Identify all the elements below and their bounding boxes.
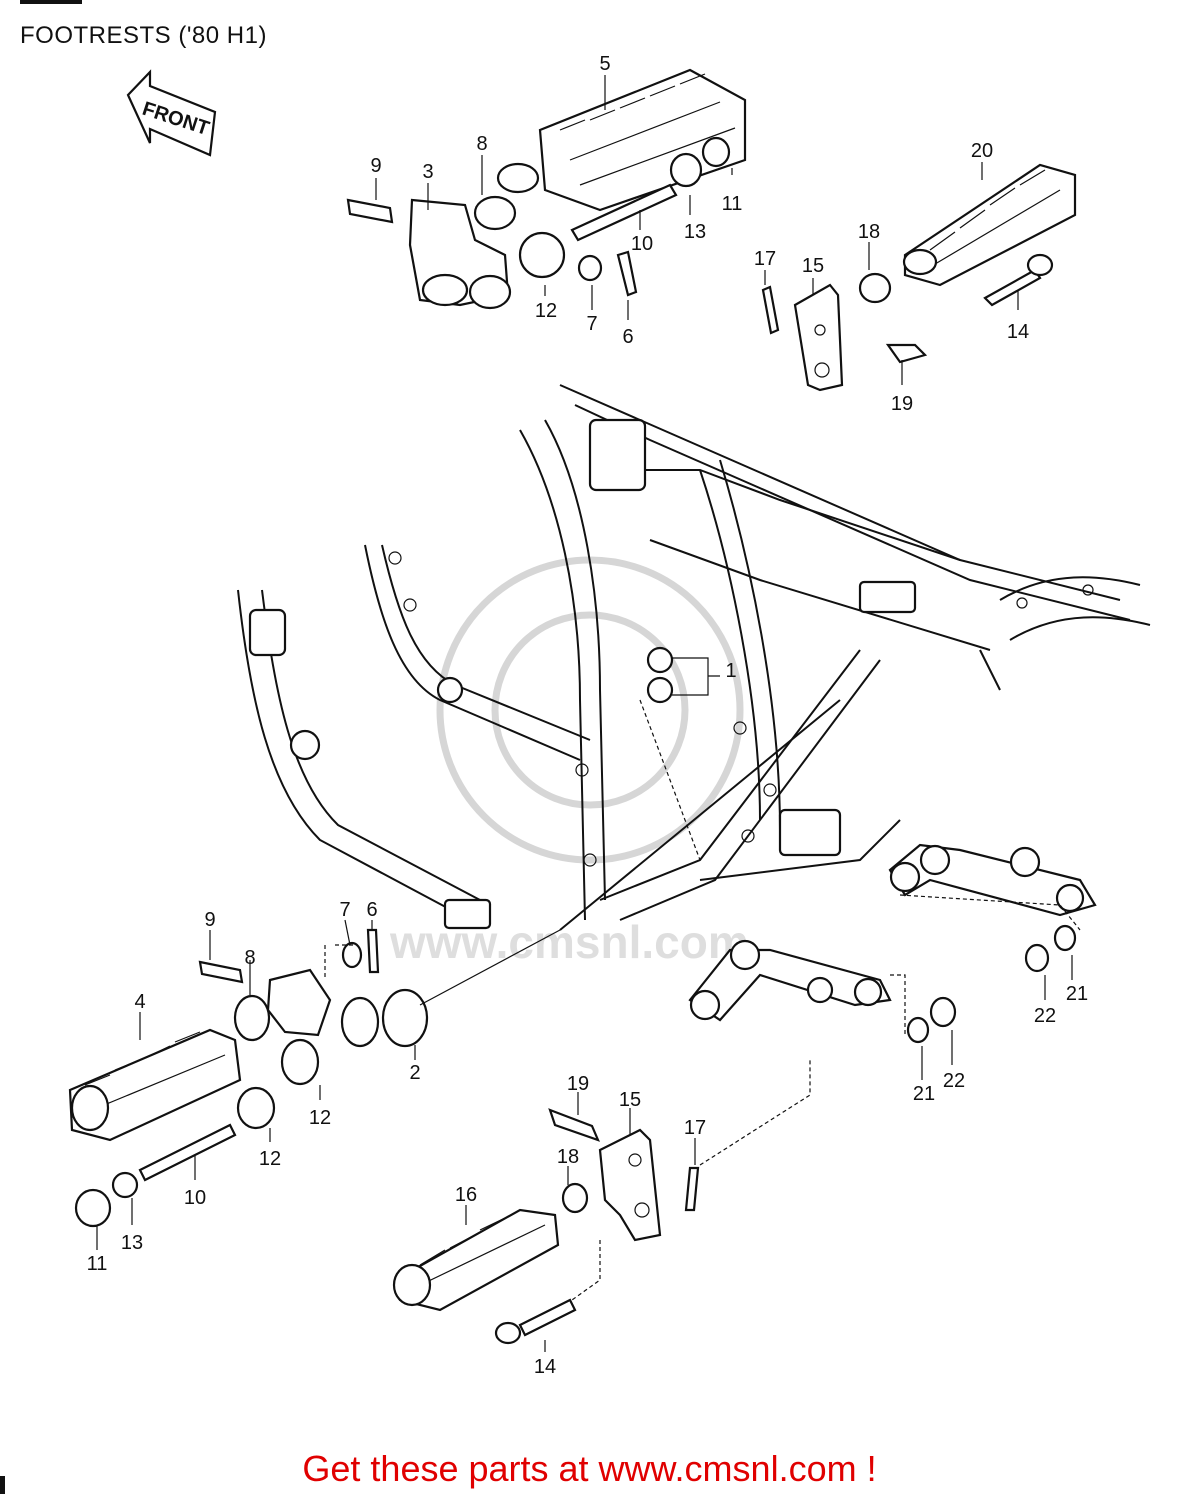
callout-18: 18 xyxy=(858,221,880,243)
upper-right-footrest-group xyxy=(761,163,1077,392)
callout-6b: 6 xyxy=(366,899,377,921)
callout-8: 8 xyxy=(476,133,487,155)
callout-5: 5 xyxy=(599,53,610,75)
callout-20: 20 xyxy=(971,140,993,162)
callout-1: 1 xyxy=(725,660,736,682)
callout-18b: 18 xyxy=(557,1146,579,1168)
callout-6: 6 xyxy=(622,326,633,348)
callout-8b: 8 xyxy=(244,947,255,969)
callout-13: 13 xyxy=(684,221,706,243)
edge-mark xyxy=(0,1476,5,1494)
callout-15: 15 xyxy=(802,255,824,277)
callout-17b: 17 xyxy=(684,1117,706,1139)
watermark-logo: www.cmsnl.com xyxy=(389,556,749,968)
top-rule xyxy=(20,0,82,4)
callout-22b: 22 xyxy=(943,1070,965,1092)
callout-9b: 9 xyxy=(204,909,215,931)
callout-14: 14 xyxy=(1007,321,1029,343)
callout-9: 9 xyxy=(370,155,381,177)
callout-12b: 12 xyxy=(309,1107,331,1129)
callout-11b: 11 xyxy=(87,1253,108,1275)
callout-7b: 7 xyxy=(339,899,350,921)
callout-12c: 12 xyxy=(259,1148,281,1170)
page-title: FOOTRESTS ('80 H1) xyxy=(20,22,267,49)
callout-3: 3 xyxy=(422,161,433,183)
callout-13b: 13 xyxy=(121,1232,143,1254)
callout-2: 2 xyxy=(409,1062,420,1084)
callout-14b: 14 xyxy=(534,1356,556,1378)
callout-15b: 15 xyxy=(619,1089,641,1111)
frame xyxy=(237,384,1151,931)
callout-10: 10 xyxy=(631,233,653,255)
callout-21b: 21 xyxy=(913,1083,935,1105)
callout-4: 4 xyxy=(134,991,145,1013)
footer-link-text[interactable]: Get these parts at www.cmsnl.com ! xyxy=(302,1448,877,1489)
front-arrow-icon: FRONT xyxy=(126,69,217,157)
callout-labels: 5 8 9 3 11 13 10 12 7 6 20 18 17 15 14 1… xyxy=(87,53,1089,1378)
callout-11: 11 xyxy=(722,193,743,215)
lower-left-footrest-group xyxy=(68,928,561,1228)
callout-22: 22 xyxy=(1034,1005,1056,1027)
callout-19: 19 xyxy=(891,393,913,415)
callout-21: 21 xyxy=(1066,983,1088,1005)
upper-left-footrest-group xyxy=(346,68,747,310)
callout-19b: 19 xyxy=(567,1073,589,1095)
callout-7: 7 xyxy=(586,313,597,335)
part-1-nut-pair xyxy=(639,646,720,861)
callout-10b: 10 xyxy=(184,1187,206,1209)
callout-17: 17 xyxy=(754,248,776,270)
callout-16: 16 xyxy=(455,1184,477,1206)
leader-lines xyxy=(96,75,1073,1352)
lower-right-footrest-group xyxy=(392,843,1097,1345)
callout-12: 12 xyxy=(535,300,557,322)
